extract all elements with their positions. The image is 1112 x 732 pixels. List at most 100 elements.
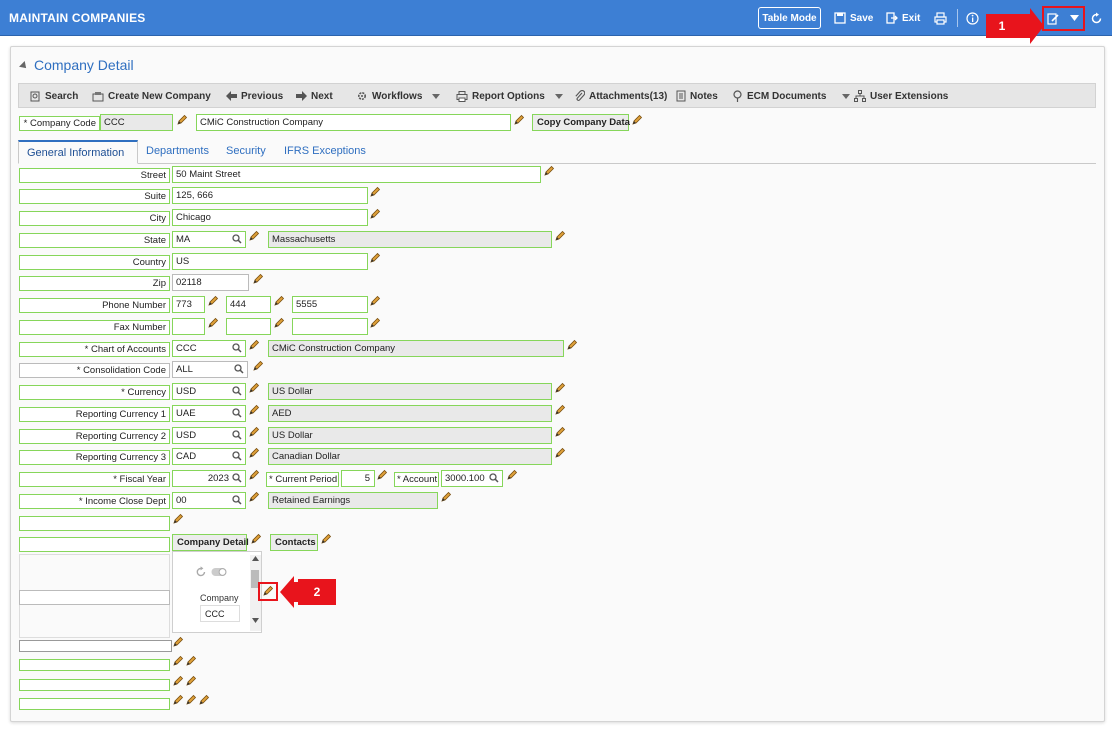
attachments-button[interactable]: Attachments(13) xyxy=(574,89,667,103)
street-field[interactable]: 50 Maint Street xyxy=(172,166,541,183)
pencil-icon[interactable] xyxy=(262,585,274,597)
pencil-icon[interactable] xyxy=(207,317,219,329)
pencil-icon[interactable] xyxy=(566,339,578,351)
fax-line-field[interactable] xyxy=(292,318,368,335)
scroll-down-icon[interactable] xyxy=(252,618,259,623)
pencil-icon[interactable] xyxy=(376,469,388,481)
current-period-field[interactable]: 5 xyxy=(341,470,375,487)
pencil-icon[interactable] xyxy=(248,339,260,351)
pencil-icon[interactable] xyxy=(185,675,197,687)
city-field[interactable]: Chicago xyxy=(172,209,368,226)
currency-field[interactable]: USD xyxy=(172,383,246,400)
pencil-icon[interactable] xyxy=(440,491,452,503)
scrollbar-thumb[interactable] xyxy=(251,570,259,588)
edit-dropdown-button[interactable] xyxy=(1047,7,1079,29)
pencil-icon[interactable] xyxy=(248,469,260,481)
pencil-icon[interactable] xyxy=(198,694,210,706)
pencil-icon[interactable] xyxy=(248,491,260,503)
pencil-icon[interactable] xyxy=(207,295,219,307)
country-field[interactable]: US xyxy=(172,253,368,270)
pencil-icon[interactable] xyxy=(176,114,188,126)
pencil-icon[interactable] xyxy=(250,533,262,545)
pencil-icon[interactable] xyxy=(320,533,332,545)
search-button[interactable]: Search xyxy=(30,89,78,103)
pencil-icon[interactable] xyxy=(273,295,285,307)
phone-prefix-field[interactable]: 444 xyxy=(226,296,271,313)
phone-area-field[interactable]: 773 xyxy=(172,296,205,313)
pencil-icon[interactable] xyxy=(543,165,555,177)
pencil-icon[interactable] xyxy=(252,273,264,285)
reporting-currency-1-field[interactable]: UAE xyxy=(172,405,246,422)
workflows-menu[interactable]: Workflows xyxy=(356,89,441,103)
search-icon[interactable] xyxy=(232,408,242,418)
pencil-icon[interactable] xyxy=(554,426,566,438)
scroll-up-icon[interactable] xyxy=(252,556,259,561)
search-icon[interactable] xyxy=(232,495,242,505)
create-new-company-button[interactable]: Create New Company xyxy=(92,89,211,103)
contacts-subtab-button[interactable]: Contacts xyxy=(270,534,318,551)
next-button[interactable]: Next xyxy=(296,89,333,103)
tab-departments[interactable]: Departments xyxy=(146,145,209,157)
pencil-icon[interactable] xyxy=(252,360,264,372)
pencil-icon[interactable] xyxy=(248,404,260,416)
pencil-icon[interactable] xyxy=(369,186,381,198)
pencil-icon[interactable] xyxy=(248,426,260,438)
pencil-icon[interactable] xyxy=(172,513,184,525)
search-icon[interactable] xyxy=(234,364,244,374)
report-options-menu[interactable]: Report Options xyxy=(456,89,563,103)
pencil-icon[interactable] xyxy=(172,636,184,648)
search-icon[interactable] xyxy=(232,430,242,440)
pencil-icon[interactable] xyxy=(185,694,197,706)
exit-button[interactable]: Exit xyxy=(886,7,920,29)
table-mode-button[interactable]: Table Mode xyxy=(758,7,821,29)
scrollbar[interactable] xyxy=(250,555,261,631)
copy-company-data-button[interactable]: Copy Company Data xyxy=(532,114,630,131)
consolidation-code-field[interactable]: ALL xyxy=(172,361,248,378)
company-code-field[interactable]: CCC xyxy=(100,114,173,131)
pencil-icon[interactable] xyxy=(369,295,381,307)
pencil-icon[interactable] xyxy=(273,317,285,329)
pencil-icon[interactable] xyxy=(631,114,643,126)
previous-button[interactable]: Previous xyxy=(226,89,283,103)
pencil-icon[interactable] xyxy=(554,230,566,242)
company-detail-subtab-button[interactable]: Company Detail xyxy=(172,534,249,551)
reporting-currency-2-field[interactable]: USD xyxy=(172,427,246,444)
search-icon[interactable] xyxy=(232,451,242,461)
reporting-currency-3-field[interactable]: CAD xyxy=(172,448,246,465)
pencil-icon[interactable] xyxy=(248,230,260,242)
search-icon[interactable] xyxy=(232,234,242,244)
tab-ifrs-exceptions[interactable]: IFRS Exceptions xyxy=(284,145,366,157)
search-icon[interactable] xyxy=(232,386,242,396)
fiscal-year-field[interactable]: 2023 xyxy=(172,470,246,487)
pencil-icon[interactable] xyxy=(172,694,184,706)
fax-prefix-field[interactable] xyxy=(226,318,271,335)
company-detail-heading[interactable]: Company Detail xyxy=(19,57,134,73)
tab-general-information[interactable]: General Information xyxy=(18,140,138,164)
pencil-icon[interactable] xyxy=(554,447,566,459)
pencil-icon[interactable] xyxy=(172,675,184,687)
pencil-icon[interactable] xyxy=(248,382,260,394)
pencil-icon[interactable] xyxy=(248,447,260,459)
ecm-documents-menu[interactable]: ECM Documents xyxy=(732,89,851,103)
pencil-icon[interactable] xyxy=(506,469,518,481)
fax-area-field[interactable] xyxy=(172,318,205,335)
pencil-icon[interactable] xyxy=(172,655,184,667)
toggle-icon[interactable] xyxy=(211,567,227,577)
search-icon[interactable] xyxy=(489,473,499,483)
zip-field[interactable]: 02118 xyxy=(172,274,249,291)
pencil-icon[interactable] xyxy=(369,317,381,329)
phone-line-field[interactable]: 5555 xyxy=(292,296,368,313)
tab-security[interactable]: Security xyxy=(226,145,266,157)
income-close-dept-field[interactable]: 00 xyxy=(172,492,246,509)
search-icon[interactable] xyxy=(232,473,242,483)
pencil-icon[interactable] xyxy=(185,655,197,667)
refresh-button[interactable] xyxy=(1090,7,1103,29)
company-name-field[interactable]: CMiC Construction Company xyxy=(196,114,511,131)
print-button[interactable] xyxy=(934,7,947,29)
mini-company-field[interactable]: CCC xyxy=(200,605,240,622)
save-button[interactable]: Save xyxy=(834,7,873,29)
notes-button[interactable]: Notes xyxy=(676,89,718,103)
suite-field[interactable]: 125, 666 xyxy=(172,187,368,204)
pencil-icon[interactable] xyxy=(369,252,381,264)
pencil-icon[interactable] xyxy=(513,114,525,126)
